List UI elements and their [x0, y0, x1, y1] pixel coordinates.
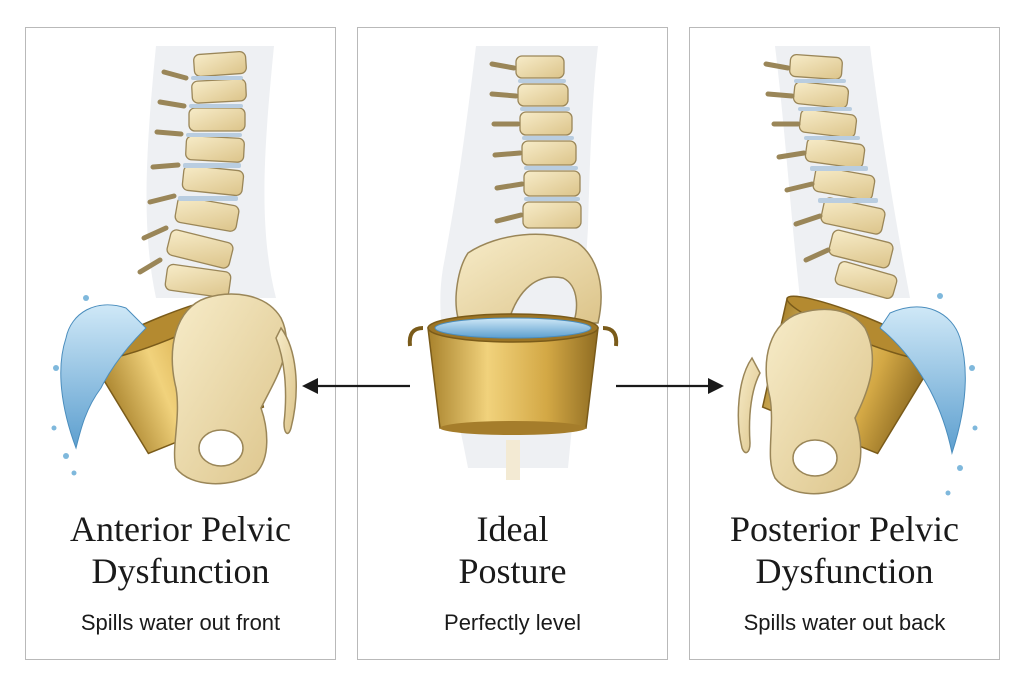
title-line-2: Posture — [358, 550, 667, 592]
title-line-1: Ideal — [358, 508, 667, 550]
ideal-panel: Ideal Posture Perfectly level — [357, 27, 668, 660]
panel-title: Posterior Pelvic Dysfunction — [690, 508, 999, 592]
panel-subtitle: Perfectly level — [358, 610, 667, 636]
title-line-1: Anterior Pelvic — [26, 508, 335, 550]
level-bucket — [410, 314, 616, 435]
panel-title: Ideal Posture — [358, 508, 667, 592]
ideal-posture-illustration — [358, 28, 669, 498]
pelvis — [738, 309, 872, 493]
anterior-pelvis-illustration — [26, 28, 337, 498]
title-line-2: Dysfunction — [26, 550, 335, 592]
posterior-pelvis-illustration — [690, 28, 1001, 498]
anterior-panel: Anterior Pelvic Dysfunction Spills water… — [25, 27, 336, 660]
title-line-1: Posterior Pelvic — [690, 508, 999, 550]
panel-subtitle: Spills water out front — [26, 610, 335, 636]
panel-title: Anterior Pelvic Dysfunction — [26, 508, 335, 592]
panel-subtitle: Spills water out back — [690, 610, 999, 636]
title-line-2: Dysfunction — [690, 550, 999, 592]
arrow-left-icon — [300, 374, 412, 398]
arrow-right-icon — [614, 374, 726, 398]
pelvis — [172, 294, 296, 484]
posterior-panel: Posterior Pelvic Dysfunction Spills wate… — [689, 27, 1000, 660]
